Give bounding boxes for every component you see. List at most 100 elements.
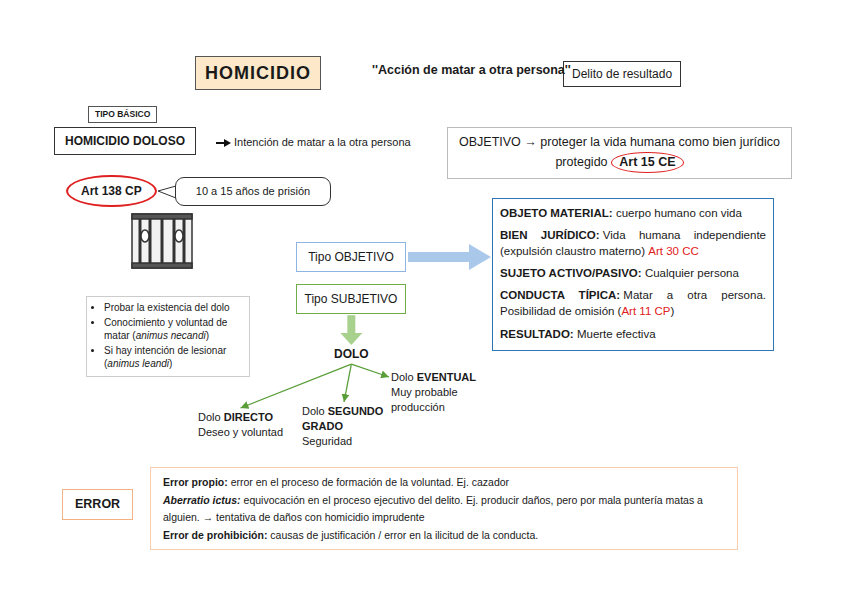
arrow-head (469, 244, 491, 270)
node-text: causas de justificación / error en la il… (270, 529, 538, 541)
node-text: Seguridad (302, 435, 352, 447)
node-text: Dolo (198, 411, 221, 423)
heading-text: DOLO (334, 346, 369, 362)
text-line: HOMICIDIO (205, 61, 311, 85)
error-box: ERROR (62, 489, 133, 520)
node-text: Probar la existencia del dolo (104, 302, 230, 313)
node-text: Art 138 CP (81, 184, 142, 198)
process-box: Tipo OBJETIVO (296, 242, 406, 272)
text-line: Error de prohibición:causas de justifica… (163, 527, 725, 543)
cell-bar (183, 219, 186, 263)
connector-arrow (344, 364, 351, 402)
node-text: error en el proceso de formación de la v… (231, 476, 509, 488)
text-line: Tipo OBJETIVO (301, 249, 401, 265)
bullet-list: Probar la existencia del doloConocimient… (92, 301, 244, 371)
node-text: TIPO BÁSICO (95, 109, 150, 119)
goal-box: OBJETIVO → proteger la vida humana como … (447, 127, 792, 179)
node-text: Error propio: (163, 476, 228, 488)
connector-arrow (347, 315, 355, 333)
node-text: HOMICIDIO DOLOSO (65, 134, 185, 148)
node-text: ERROR (75, 497, 120, 511)
note-label: Intención de matar a la otra persona (234, 136, 411, 148)
text-line: DoloSEGUNDO GRADO (302, 404, 386, 434)
node-text: Cualquier persona (645, 267, 739, 279)
error-detail-box: Error propio:error en el proceso de form… (150, 467, 738, 550)
text-line: Aberratio ictus:equivocación en el proce… (163, 492, 725, 525)
node-text: ) (169, 358, 172, 369)
node-text: Art 15 CE (611, 152, 683, 173)
hand (175, 230, 183, 242)
text-line: SUJETO ACTIVO/PASIVO:Cualquier persona (500, 265, 766, 281)
node-text: 10 a 15 años de prisión (196, 185, 310, 197)
text-line: OBJETO MATERIAL:cuerpo humano con vida (500, 205, 766, 221)
dolo-type: DoloEVENTUALMuy probable producción (391, 370, 479, 415)
text-line: RESULTADO:Muerte efectiva (500, 326, 766, 342)
cell-bar (149, 219, 152, 263)
node-text: Muerte efectiva (577, 328, 656, 340)
node-text: DIRECTO (224, 411, 273, 423)
speech-bubble: 10 a 15 años de prisión (175, 177, 331, 206)
connector-arrow (241, 364, 352, 408)
node-text: OBJETO MATERIAL: (500, 207, 613, 219)
node-text: SUJETO ACTIVO/PASIVO: (500, 267, 642, 279)
node-text: Muy probable producción (391, 386, 458, 413)
bullet-item: Probar la existencia del dolo (104, 301, 244, 315)
connector-arrow (351, 364, 389, 377)
node-text: Dolo (391, 371, 414, 383)
bullet-item: Si hay intención de lesionar (animus lea… (104, 344, 244, 371)
bullet-box: Probar la existencia del doloConocimient… (86, 296, 250, 377)
node-text: RESULTADO: (500, 328, 574, 340)
bullet-item: Conocimiento y voluntad de matar (animus… (104, 316, 244, 343)
process-box: Tipo SUBJETIVO (296, 284, 406, 314)
bubble-tail (158, 186, 176, 198)
node-text: equivocación en el proceso ejecutivo del… (163, 494, 703, 522)
text-line: TIPO BÁSICO (95, 109, 150, 120)
node-text: Aberratio ictus: (163, 494, 241, 506)
arrow-shaft (216, 142, 225, 144)
text-line: Deseo y voluntad (198, 425, 283, 440)
title-box: HOMICIDIO (195, 56, 321, 90)
arrow-head (224, 139, 231, 147)
cell-bar (139, 219, 142, 263)
node-text: Tipo OBJETIVO (308, 250, 394, 264)
text-line: 10 a 15 años de prisión (182, 184, 324, 199)
text-line: DoloDIRECTO (198, 410, 283, 425)
text-line: ERROR (75, 496, 120, 513)
text-line: CONDUCTA TÍPICA:Matar a otra persona. Po… (500, 287, 766, 319)
text-line: DOLO (334, 346, 369, 362)
text-line: DoloEVENTUAL (391, 370, 479, 385)
node-text: BIEN JURÍDICO: (500, 229, 600, 241)
cell-bar (173, 219, 176, 263)
node-text: Delito de resultado (572, 67, 672, 81)
dolo-type: DoloDIRECTODeseo y voluntad (198, 410, 283, 440)
pointer-arrow (216, 139, 231, 147)
text-line: OBJETIVO → proteger la vida humana como … (456, 133, 783, 173)
text-line: BIEN JURÍDICO:Vida humana independiente … (500, 227, 766, 259)
cell-top-bar (132, 214, 192, 219)
node-text: Deseo y voluntad (198, 426, 283, 438)
node-text: DOLO (334, 347, 369, 361)
node-text: Dolo (302, 405, 325, 417)
node-text: animus necandi (136, 330, 206, 341)
node-text: Art 30 CC (648, 245, 699, 257)
dolo-type: DoloSEGUNDO GRADOSeguridad (302, 404, 386, 449)
text-line: Delito de resultado (572, 66, 672, 82)
node-text: HOMICIDIO (205, 63, 311, 83)
text-line: Art 138 CP (81, 183, 142, 199)
arrow-head (340, 333, 362, 345)
text-line: Muy probable producción (391, 385, 479, 415)
text-line: Seguridad (302, 434, 386, 449)
text-line: Tipo SUBJETIVO (301, 291, 401, 307)
tag-box: TIPO BÁSICO (88, 106, 157, 123)
node-text: cuerpo humano con vida (616, 207, 742, 219)
node-text: Art 11 CP (621, 305, 670, 317)
article-ellipse: Art 138 CP (66, 175, 157, 207)
process-box: HOMICIDIO DOLOSO (54, 127, 196, 155)
quote-label: ''Acción de matar a otra persona'' (372, 63, 571, 77)
node-text: ) (206, 330, 209, 341)
detail-box: OBJETO MATERIAL:cuerpo humano con vidaBI… (492, 198, 774, 351)
cell-bar (161, 219, 164, 263)
node-text: CONDUCTA TÍPICA: (500, 289, 620, 301)
